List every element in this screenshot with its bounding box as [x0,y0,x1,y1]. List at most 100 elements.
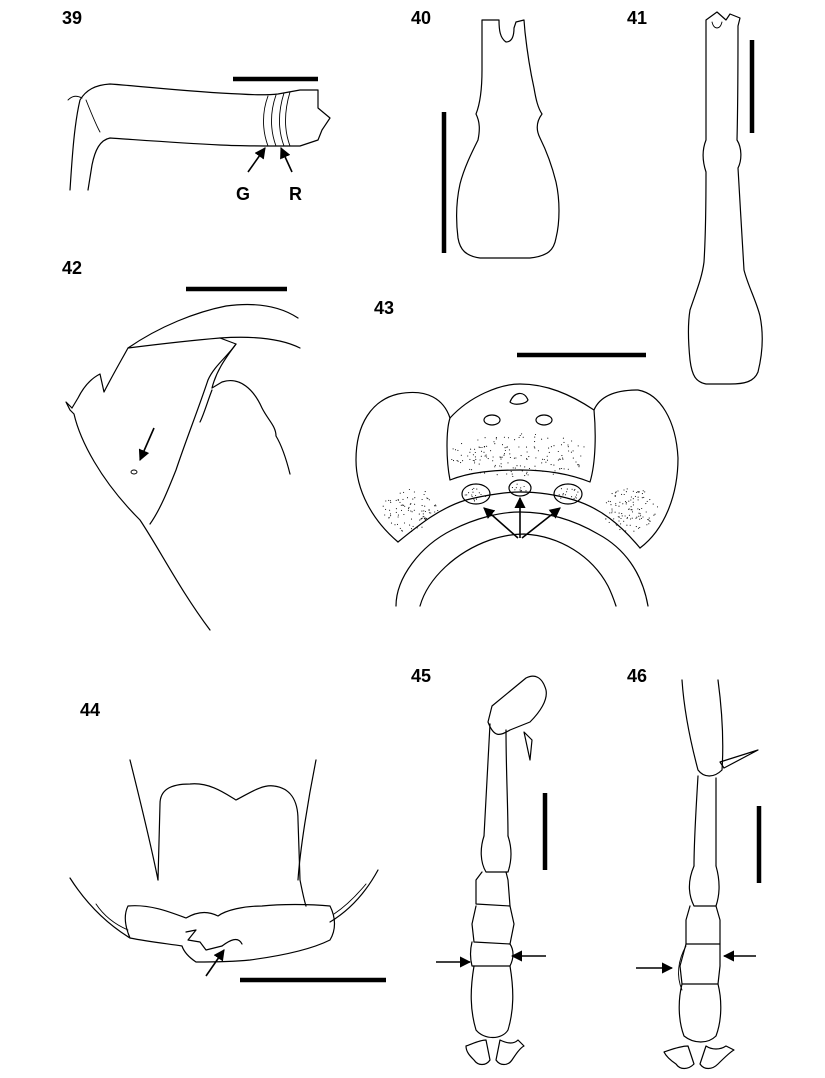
stipple-dot [522,436,524,438]
stipple-dot [639,513,641,515]
stipple-dot [403,513,405,516]
stipple-dot [408,506,410,508]
stipple-dot [620,517,622,520]
stipple-dot [533,446,535,448]
thorax-lateral-drawing [65,303,301,631]
stipple-dot [501,456,503,458]
stipple-dot [466,494,468,496]
stipple-dot [525,473,528,475]
stipple-dot [625,503,627,505]
stipple-dot [464,494,466,496]
stipple-dot [485,454,487,456]
stipple-dot [474,462,476,464]
stipple-dot [461,443,463,445]
stipple-dot [626,517,628,519]
stipple-dot [519,489,521,491]
stipple-dot [475,496,478,499]
stipple-dot [643,496,645,498]
stipple-dot [548,451,550,453]
stipple-dot [473,498,475,500]
stipple-dot [423,510,425,512]
stipple-dot [519,465,521,467]
stipple-dot [638,509,641,511]
stipple-dot [618,512,620,514]
stipple-dot [395,499,397,501]
stipple-dot [402,498,404,500]
stipple-dot [511,487,513,489]
stipple-dot [506,473,508,475]
stipple-dot [473,500,475,502]
stipple-dot [397,516,399,518]
stipple-dot [385,500,387,502]
stipple-dot [562,457,564,459]
figure-45: 45 [411,666,548,1066]
label-r: R [289,184,302,204]
stipple-dot [403,491,405,493]
stipple-dot [567,468,569,470]
stipple-dot [626,524,628,526]
stipple-dot [631,509,633,511]
stipple-dot [516,483,518,485]
stipple-dot [520,455,522,457]
stipple-dot [639,518,641,520]
stipple-dot [526,451,528,453]
stipple-dot [561,455,563,457]
stipple-dot [636,491,638,494]
stipple-dot [516,465,518,467]
stipple-dot [511,473,513,475]
stipple-dot [638,491,640,493]
stipple-dot [472,491,474,493]
stipple-dot [625,501,627,504]
stipple-dot [521,433,523,435]
stipple-dot [437,509,439,512]
stipple-dot [400,504,402,506]
stipple-dot [424,510,427,513]
stipple-dot [628,508,630,510]
stipple-dot [423,493,425,496]
stipple-dot [550,446,552,448]
figure-number-44: 44 [80,700,100,720]
stipple-dot [524,475,526,477]
stipple-dot [456,460,458,462]
stipple-dot [486,456,488,458]
stipple-dot [580,455,582,457]
stipple-dot [471,488,473,490]
stipple-dot [611,510,613,512]
stipple-dot [499,465,501,467]
stipple-dot [434,504,436,506]
stipple-dot [572,457,574,459]
stipple-dot [525,490,527,492]
stipple-dot [607,500,609,502]
stipple-dot [575,494,578,496]
stipple-dot [641,507,643,510]
stipple-dot [566,491,568,493]
stipple-dot [623,493,625,496]
stipple-dot [654,513,656,515]
stipple-dot [635,526,637,528]
stipple-dot [397,514,399,516]
figure-41: 41 [627,8,763,385]
stipple-dot [484,455,486,457]
stipple-dot [512,475,514,477]
stipple-dot [535,469,537,471]
stipple-dot [610,504,612,506]
ocellus-left [483,414,501,426]
stipple-dot [412,525,414,527]
ocellus-median [509,392,529,405]
stipple-dot [652,503,654,505]
stipple-dot [424,505,426,507]
stipple-dot [480,455,482,457]
stipple-dot [640,517,642,519]
stipple-dot [476,488,478,490]
stipple-dot [537,450,539,452]
figure-39: 39 G R [62,8,331,204]
stipple-dot [628,500,630,502]
stipple-dot [509,456,511,459]
stipple-dot [578,466,580,468]
stipple-dot [494,464,496,466]
figure-40: 40 [411,8,560,259]
stipple-dot [428,509,430,511]
stipple-dot [451,458,453,461]
stipple-dot [526,458,528,460]
